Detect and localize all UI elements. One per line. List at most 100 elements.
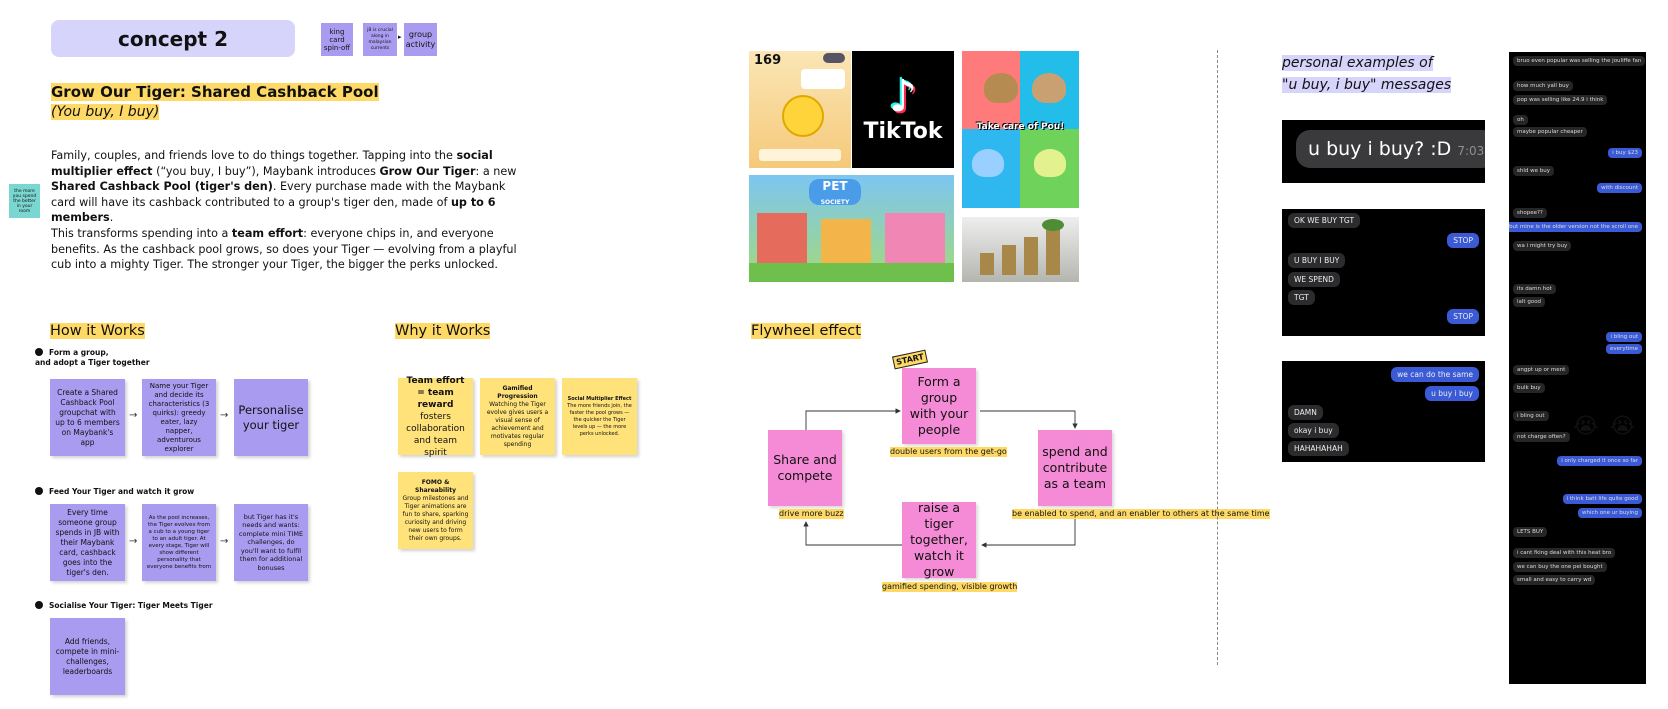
chat-message: TGT [1288,290,1315,305]
paragraph-segment: Family, couples, and friends love to do … [51,149,457,162]
chat-message: okay i buy [1288,423,1339,438]
step2-label: Feed Your Tiger and watch it grow [35,487,194,497]
pou-caption: Take care of Pou! [976,122,1065,132]
group-chat-message: i only charged it once so far [1557,456,1642,466]
intro-paragraph-2: This transforms spending into a team eff… [51,226,521,273]
step2-bullet [35,487,43,495]
group-chat-message: lalt good [1513,297,1546,307]
tag-group-activity: group activity [404,23,437,56]
pou-game-image: Take care of Pou! [962,51,1079,208]
crying-emoji: 😭 😭 [1573,414,1638,439]
group-chat-message: shopee?? [1513,208,1547,218]
flywheel-node-form-group: Form a group with your people [902,368,976,444]
paragraph-segment: social multiplier effect [51,149,493,178]
paragraph-segment: : a new [475,164,517,178]
tag-arrow: ▸ [398,33,402,41]
group-chat-message: wa i might try buy [1513,241,1572,251]
paragraph-segment: up to 6 members [51,195,496,225]
coin-stack-icon [1046,229,1060,275]
chat-message: STOP [1447,309,1479,324]
shop-icon [885,213,945,263]
game-screenshot-image: 169 [749,51,851,168]
chat-message: we can do the same [1391,367,1479,382]
flow-arrow: → [129,410,138,421]
group-chat-message: which one ur buying [1578,508,1642,518]
group-chat-message: oh [1513,115,1528,125]
arrow-top-to-right [980,410,1078,429]
group-chat-message: its damn hot [1513,284,1556,294]
group-chat-message: we can buy the one pei bought [1513,562,1607,572]
flywheel-caption-double-users: double users from the get-go [890,447,1007,457]
flywheel-node-share-compete: Share and compete [768,430,842,506]
game-text-panel [759,149,841,161]
paragraph-segment: team effort [231,227,304,240]
step1-label: Form a group, and adopt a Tiger together [35,348,150,367]
coin-stack-icon [980,253,994,275]
avatar-group-icon [823,53,845,63]
chat-message: STOP [1447,233,1479,248]
arrow-left-to-top [805,408,901,430]
chat-screenshot-1: u buy i buy? :D 7:03 [1282,120,1485,183]
group-chat-message: shld we buy [1513,166,1554,176]
side-sticky-note: the more you spend the better in your ro… [9,184,40,218]
flywheel-heading: Flywheel effect [751,323,861,339]
paragraph-segment: . [109,211,114,224]
tiktok-wordmark: TikTok [863,119,943,144]
chat-message: WE SPEND [1288,272,1340,287]
speech-bubble-icon [801,69,845,89]
flow-arrow: → [220,536,229,547]
flywheel-arrows [803,408,1078,548]
chat-message: OK WE BUY TGT [1288,213,1361,228]
flywheel-caption-enabler: be enabled to spend, and an enabler to o… [1012,509,1270,519]
paragraph-segment: : everyone chips in, and everyone benefi… [51,227,517,271]
pou-character-icon [1032,73,1066,103]
group-chat-message: angpt up or ment [1513,365,1570,375]
how-card-every-time: Every time someone group spends in JB wi… [50,504,125,581]
paragraph-segment: Grow Our Tiger [379,164,476,178]
group-chat-screenshot: 😭 😭 bruo even popular was selling the jo… [1509,52,1646,684]
plant-icon [1042,219,1064,231]
chat-message: u buy i buy [1425,386,1479,401]
paragraph-segment: . Every purchase made with the Maybank c… [51,180,506,209]
tag-king-card: king card spin-off [321,23,353,56]
chat-screenshot-3: we can do the same u buy i buy DAMN okay… [1282,361,1485,462]
how-card-pool-increases: As the pool increases, the Tiger evolves… [142,504,216,581]
group-chat-message: i buy $23 [1608,148,1642,158]
concept-heading: Grow Our Tiger: Shared Cashback Pool [51,83,379,101]
why-heading: Why it Works [395,323,491,339]
pou-character-icon [984,73,1018,103]
group-chat-message: i bling out [1513,411,1549,421]
group-chat-message: i cant fking deal with this heat bro [1513,548,1616,558]
chat-screenshot-2: OK WE BUY TGT STOP U BUY I BUY WE SPEND … [1282,209,1485,336]
how-card-name-tiger: Name your Tiger and decide its character… [142,379,216,456]
coin-plant-image [962,217,1079,282]
group-chat-message: maybe popular cheaper [1513,127,1587,137]
group-chat-message: how much yall buy [1513,81,1573,91]
game-score: 169 [754,53,782,68]
group-chat-message: small and easy to carry wd [1513,575,1596,585]
tag-jb-crucial: jB is crucial along in malaysian current… [363,23,397,56]
tiktok-note-icon: ♪ [888,71,918,122]
flywheel-node-raise-tiger: raise a tiger together, watch it grow [902,500,976,579]
step1-bullet [35,348,43,356]
chat-message: U BUY I BUY [1288,253,1346,268]
group-chat-message: bruo even popular was selling the joulif… [1513,56,1646,66]
flywheel-caption-gamified: gamified spending, visible growth [882,582,1018,592]
how-card-create-pool: Create a Shared Cashback Pool groupchat … [50,379,125,456]
tiktok-logo-image: ♪ TikTok [852,51,954,168]
chat-bubble-main: u buy i buy? :D 7:03 [1296,130,1485,168]
group-chat-message: i think batt life quite good [1562,494,1642,504]
arrow-bottom-to-left [803,521,903,546]
paragraph-segment: (“you buy, I buy”), Maybank introduces [152,164,380,178]
step3-bullet [35,601,43,609]
chat-message: DAMN [1288,405,1323,420]
group-chat-message: everytime [1606,344,1642,354]
pou-character-icon [1034,149,1066,177]
pou-character-icon [972,149,1004,177]
coin-stack-icon [1002,245,1016,275]
